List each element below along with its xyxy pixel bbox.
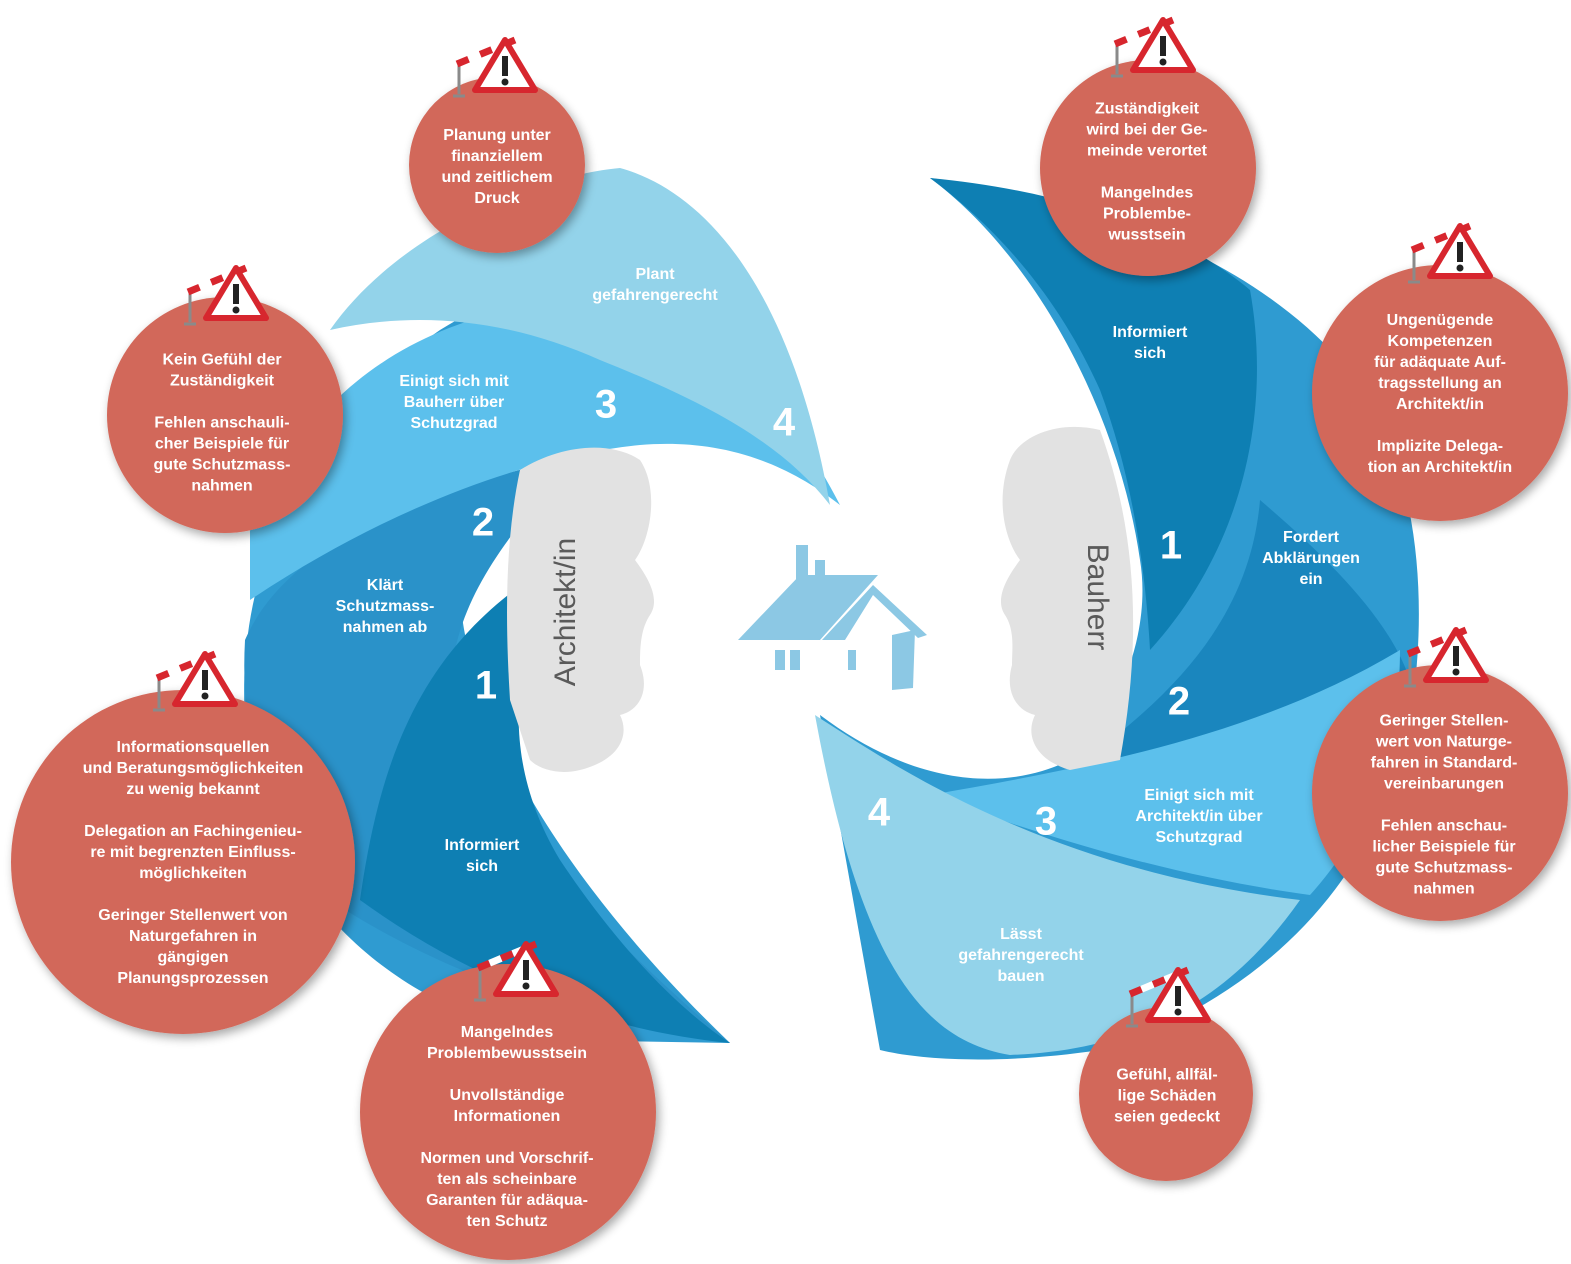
warning-triangle-icon	[472, 37, 538, 93]
warning-triangle-icon	[1423, 627, 1489, 683]
warning-triangle-icon	[172, 651, 238, 707]
risk-circle	[1312, 665, 1568, 921]
warning-icon	[153, 650, 238, 712]
warning-triangle-icon	[203, 265, 269, 321]
risk-circle	[1312, 265, 1568, 521]
owner-step-number-2: 2	[1167, 679, 1191, 724]
architect-blade-1	[360, 560, 730, 1043]
warning-icon	[1408, 222, 1493, 284]
architect-step-label-3: Einigt sich mit Bauherr über Schutzgrad	[399, 373, 509, 432]
owner-risk-circles	[1040, 60, 1568, 1181]
architect-blade-4	[330, 168, 830, 505]
owner-step-number-1: 1	[1159, 523, 1183, 568]
owner-risk-text-1: Zuständigkeit wird bei der Ge- meinde ve…	[1086, 100, 1208, 244]
warning-icons	[153, 16, 1493, 1028]
architect-risk-text-2: Kein Gefühl der Zuständigkeit Fehlen ans…	[153, 351, 291, 495]
risk-circle	[1079, 1007, 1253, 1181]
architect-step-number-3: 3	[594, 382, 618, 427]
warning-triangle-icon	[493, 941, 559, 997]
owner-step-number-3: 3	[1034, 799, 1058, 844]
architect-step-number-1: 1	[474, 663, 498, 708]
warning-icon	[453, 36, 538, 98]
owner-blade-3	[930, 650, 1400, 895]
owner-risk-text-3: Geringer Stellen- wert von Naturge- fahr…	[1370, 712, 1518, 898]
warning-icon	[184, 264, 269, 326]
architect-role-label: Architekt/in	[549, 537, 582, 687]
warning-triangle-icon	[1130, 17, 1196, 73]
owner-risk-text-4: Gefühl, allfäl- lige Schäden seien gedec…	[1114, 1066, 1220, 1126]
warning-icon	[1404, 626, 1489, 688]
risk-circle	[360, 964, 656, 1260]
warning-icon	[1126, 966, 1211, 1028]
risk-circle	[11, 690, 355, 1034]
owner-blade-1	[930, 178, 1257, 650]
owner-step-label-2: Fordert Abklärungen ein	[1262, 529, 1360, 588]
owner-step-number-4: 4	[867, 790, 891, 835]
warning-triangle-icon	[1427, 223, 1493, 279]
architect-risk-text-4: Mangelndes Problembewusstsein Unvollstän…	[420, 1024, 594, 1230]
risk-circle	[107, 297, 343, 533]
architect-step-number-2: 2	[471, 500, 495, 545]
owner-step-label-4: Lässt gefahrengerecht bauen	[958, 926, 1084, 985]
architect-step-number-4: 4	[772, 400, 796, 445]
architect-step-label-4: Plant gefahrengerecht	[592, 266, 718, 304]
architect-risk-text-3: Informationsquellen und Beratungsmöglich…	[82, 739, 304, 987]
risk-circle	[409, 77, 585, 253]
owner-step-label-3: Einigt sich mit Architekt/in über Schutz…	[1135, 787, 1263, 846]
warning-triangle-icon	[1145, 967, 1211, 1023]
architect-risk-text-1: Planung unter finanziellem und zeitliche…	[441, 127, 553, 207]
architect-risk-circles	[11, 77, 656, 1260]
owner-head-silhouette	[1000, 426, 1134, 770]
house-icon	[738, 545, 927, 690]
warning-icon	[474, 940, 559, 1002]
architect-head-silhouette	[507, 447, 655, 772]
architect-step-label-1: Informiert sich	[444, 837, 520, 875]
warning-icon	[1111, 16, 1196, 78]
architect-step-label-2: Klärt Schutzmass- nahmen ab	[335, 577, 435, 636]
owner-risk-text-2: Ungenügende Kompetenzen für adäquate Auf…	[1367, 312, 1513, 476]
architect-ring	[244, 168, 840, 1043]
risk-circle	[1040, 60, 1256, 276]
owner-step-label-1: Informiert sich	[1112, 324, 1188, 362]
owner-role-label: Bauherr	[1081, 543, 1114, 651]
